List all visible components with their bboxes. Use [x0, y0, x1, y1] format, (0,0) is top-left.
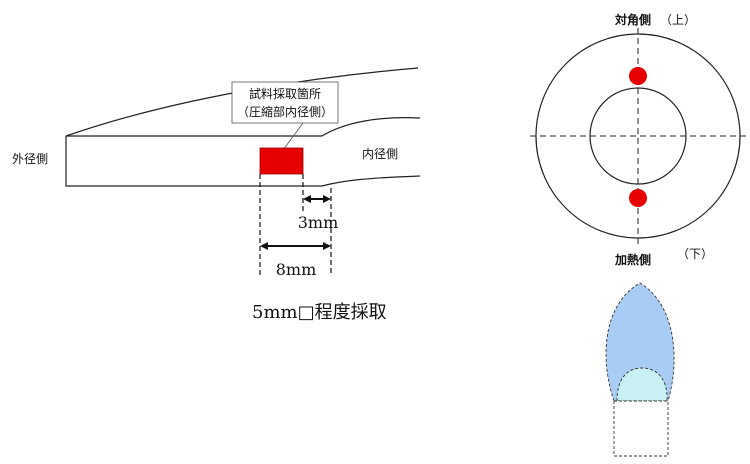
sampling-note: 5mm□程度採取 — [252, 302, 387, 323]
sample-callout-line1: 試料採取箇所 — [249, 86, 321, 101]
flame-outer — [605, 282, 675, 402]
burner-nozzle — [613, 400, 669, 457]
sample-block — [259, 147, 304, 175]
inner-side-label: 内径側 — [362, 147, 398, 161]
dim-arrow-8mm — [260, 242, 331, 250]
flame-inner — [616, 367, 668, 402]
bottom-side-paren: （下） — [677, 247, 713, 261]
outer-circle — [535, 33, 741, 239]
pipe-straight-part — [65, 135, 322, 187]
sample-callout-line2: （圧縮部内径側） — [237, 104, 333, 119]
bottom-side-label: 加熱側 — [614, 252, 651, 267]
pipe-bend-lower — [321, 175, 421, 187]
cross-section — [530, 28, 746, 246]
top-side-paren: （上） — [660, 13, 696, 27]
flame-diagram — [605, 282, 675, 457]
dim-arrow-3mm — [303, 195, 331, 203]
sample-dot-bottom — [629, 189, 647, 207]
top-side-label: 対角側 — [614, 12, 651, 27]
dim-label-3mm: 3mm — [298, 213, 339, 232]
pipe-bend-upper — [321, 117, 421, 137]
callout-leader — [282, 122, 304, 151]
sample-dot-top — [629, 67, 647, 85]
outer-side-label: 外径側 — [12, 152, 48, 166]
dim-label-8mm: 8mm — [276, 260, 317, 279]
sample-callout-box — [231, 81, 339, 124]
